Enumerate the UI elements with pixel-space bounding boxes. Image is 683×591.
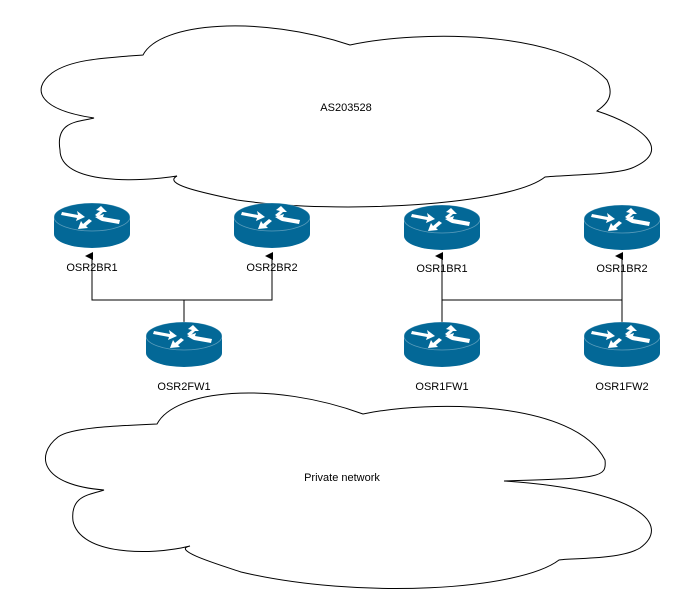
cloud-as203528 [40, 25, 653, 208]
node-label-osr1br1: OSR1BR1 [416, 263, 468, 275]
router-icon-osr1br2[interactable] [583, 204, 661, 251]
node-label-osr1fw1: OSR1FW1 [415, 381, 469, 393]
router-icon-osr2br2[interactable] [233, 202, 311, 249]
edge-osr2fw1-osr2br1 [85, 252, 185, 322]
router-icon-osr1fw1[interactable] [403, 321, 481, 368]
node-label-osr1fw2: OSR1FW2 [595, 381, 649, 393]
router-icon-osr1fw2[interactable] [583, 321, 661, 368]
router-icon-osr1br1[interactable] [403, 204, 481, 251]
node-label-osr2br1: OSR2BR1 [66, 262, 118, 274]
router-icon-osr2br1[interactable] [53, 202, 131, 249]
cloud-label-private-network: Private network [304, 472, 380, 484]
edge-osr2fw1-osr2br2 [184, 252, 273, 301]
cloud-label-as203528: AS203528 [320, 102, 372, 114]
edges [85, 252, 623, 322]
node-label-osr2br2: OSR2BR2 [246, 262, 298, 274]
cloud-private-network [44, 392, 652, 590]
node-label-osr1br2: OSR1BR2 [596, 263, 648, 275]
node-label-osr2fw1: OSR2FW1 [157, 381, 211, 393]
router-icon-osr2fw1[interactable] [145, 321, 223, 368]
